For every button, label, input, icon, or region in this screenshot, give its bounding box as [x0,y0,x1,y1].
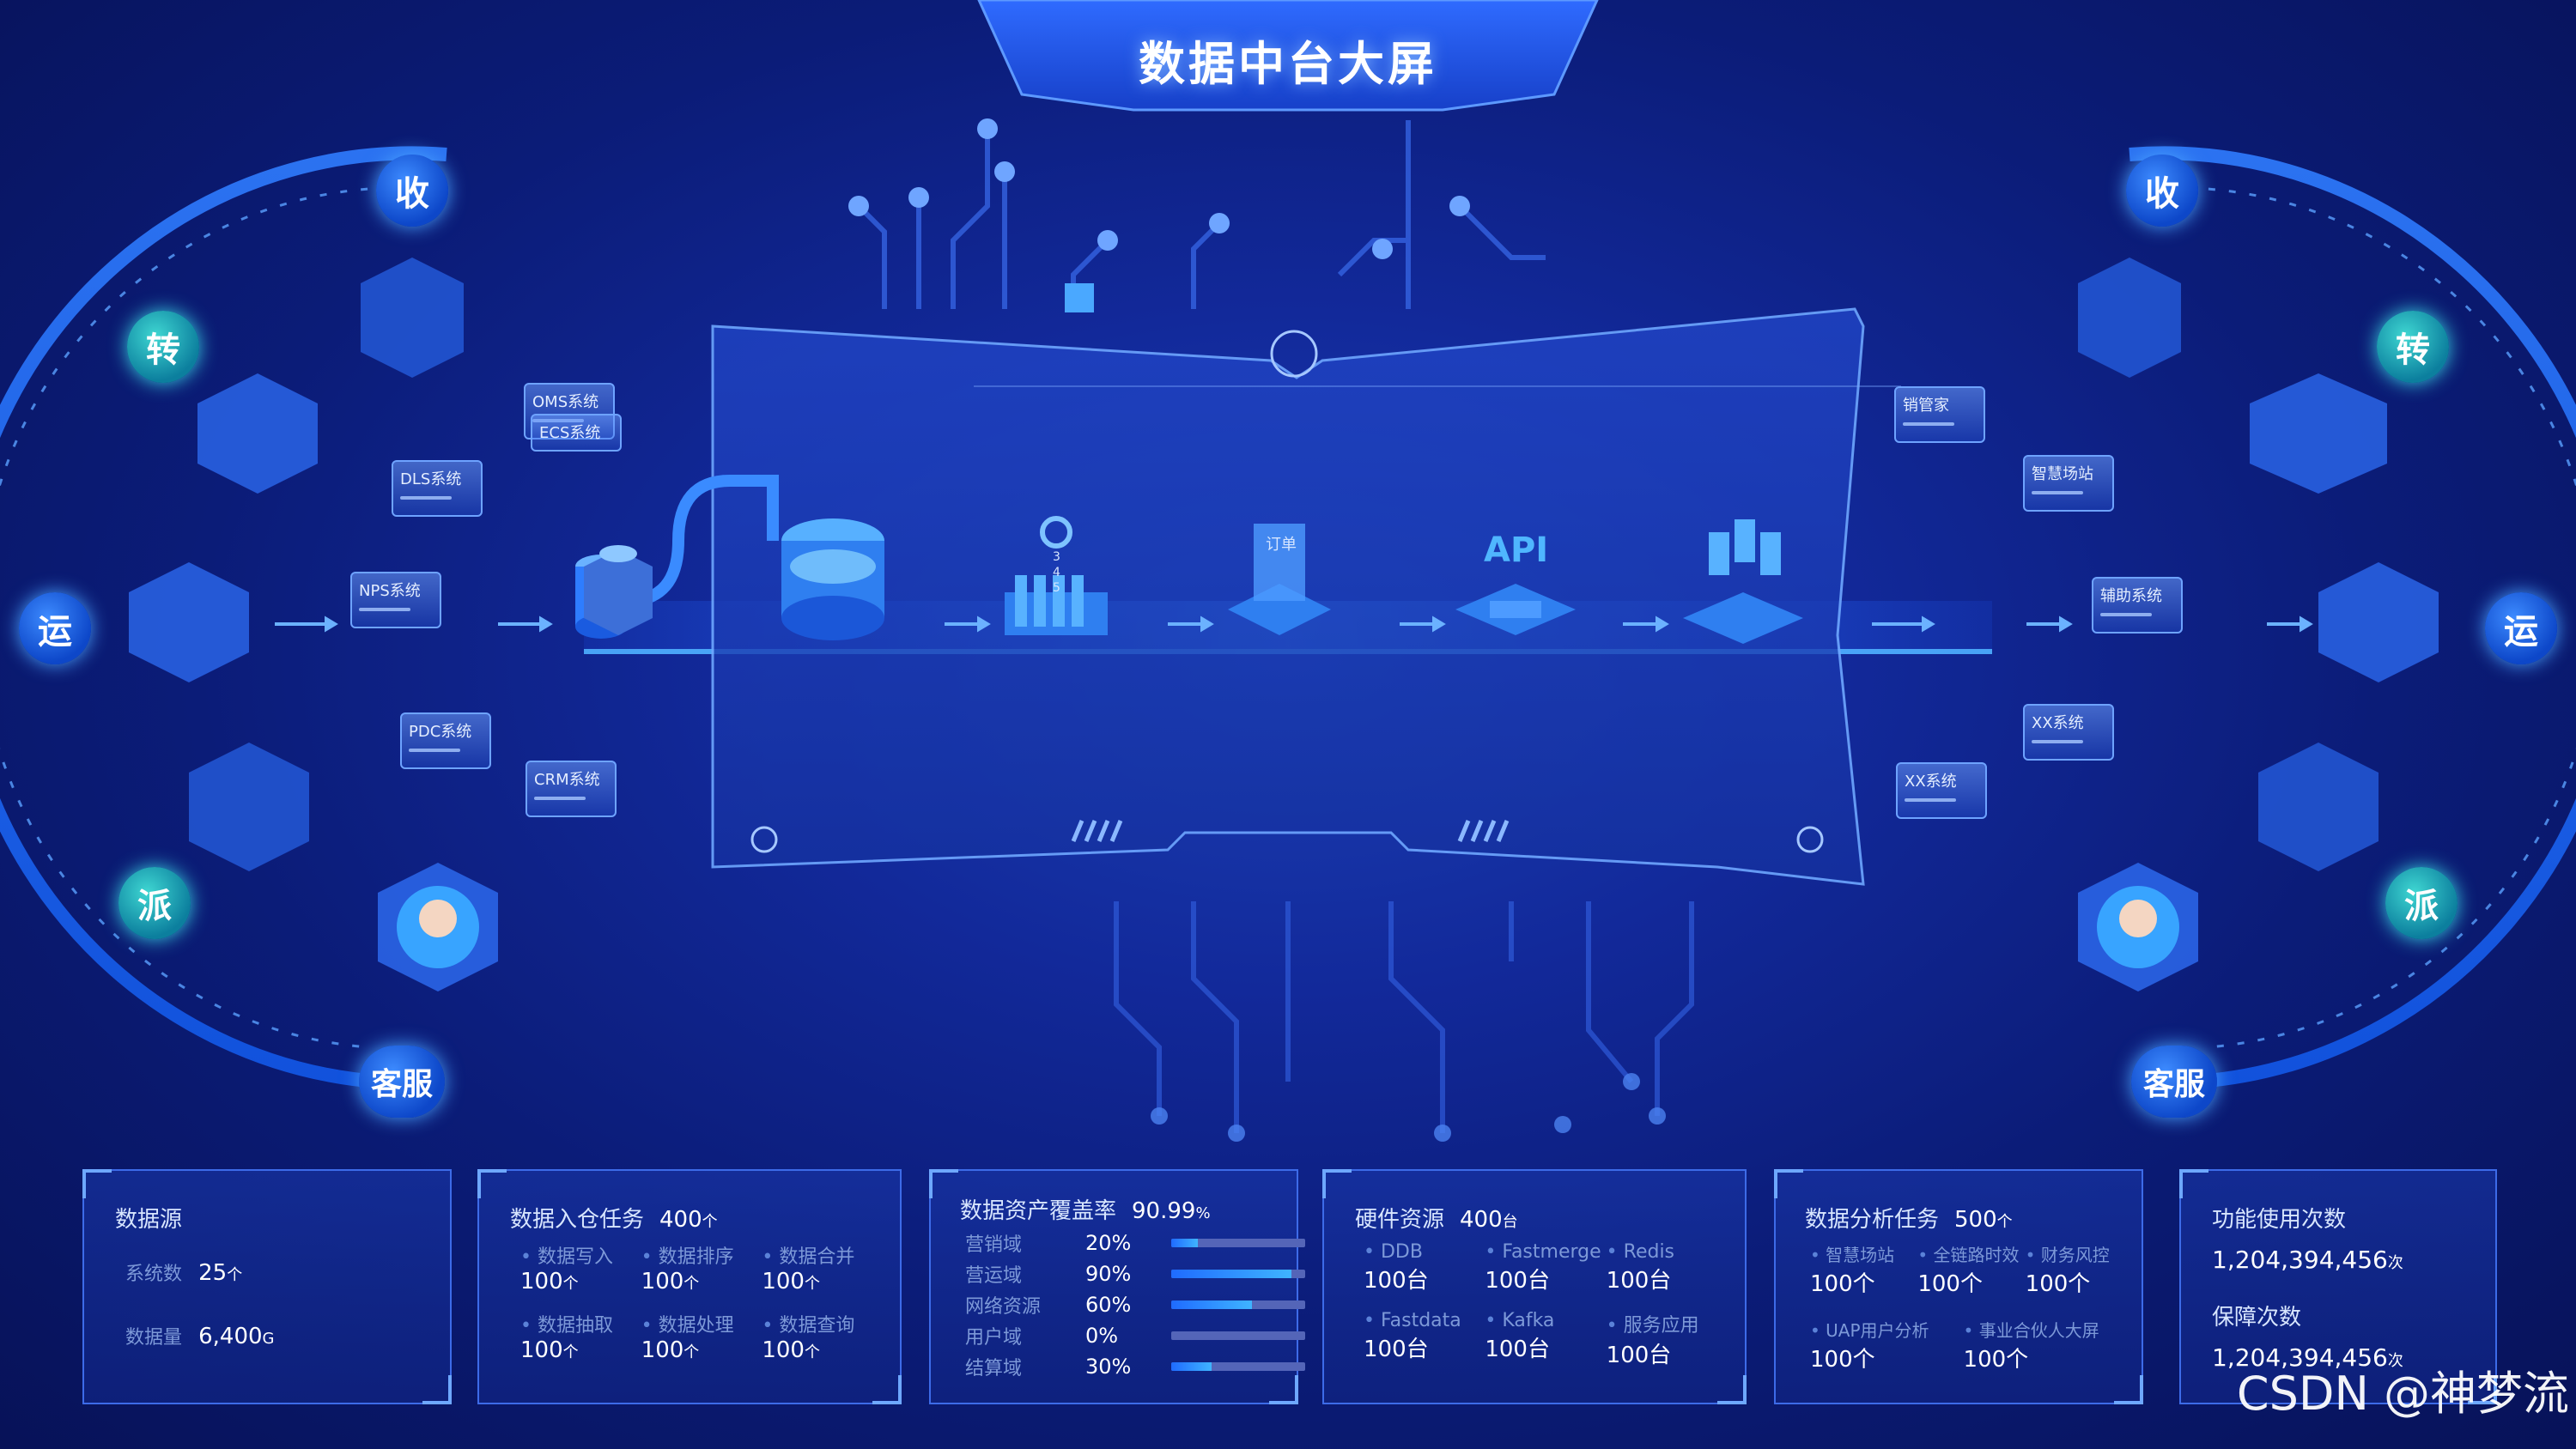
coverage-bar-fill [1171,1362,1212,1371]
ring-label-right-service: 客服 [2131,1046,2217,1118]
usage-guarantee-count: 保障次数 1,204,394,456次 [2212,1305,2403,1372]
system-card-smart-station: 智慧场站 [2023,455,2114,512]
pipeline-order-label: 订单 [1266,536,1297,554]
system-card-crm: CRM系统 [526,761,617,817]
ring-label-right-collect: 收 [2126,155,2198,227]
circuit-top [856,120,1546,309]
system-card-dls: DLS系统 [392,460,483,517]
datasource-system-count: 系统数 25个 [125,1260,243,1286]
coverage-bar-fill [1171,1300,1252,1309]
datasource-data-volume: 数据量 6,400G [125,1324,275,1349]
ring-label-left-transport: 运 [19,592,91,664]
system-card-sales-manager: 销管家 [1894,386,1985,443]
ring-label-left-transfer: 转 [127,311,199,383]
ring-label-right-transport: 运 [2485,592,2557,664]
ring-label-left-service: 客服 [359,1046,445,1118]
right-nodes [2078,258,2439,991]
page-title: 数据中台大屏 [1139,37,1437,91]
panel-datasource: 数据源 系统数 25个 数据量 6,400G [82,1169,452,1404]
ring-label-right-transfer: 转 [2377,311,2449,383]
ring-label-right-dispatch: 派 [2385,867,2458,939]
system-card-nps: NPS系统 [350,572,441,628]
circuit-nodes-bottom [1151,1073,1666,1142]
system-card-xx-1: XX系统 [2023,704,2114,761]
coverage-bar-fill [1171,1270,1292,1278]
usage-function-count: 功能使用次数 1,204,394,456次 [2212,1207,2403,1274]
system-card-ecs: ECS系统 [531,414,622,452]
pipeline-icons [575,475,1803,644]
panel-datasource-title: 数据源 [115,1207,183,1233]
coverage-bar-fill [1171,1239,1199,1247]
flow-arrows [275,615,2313,633]
circuit-bottom [1114,901,1694,1133]
left-nodes [129,258,653,991]
title-banner: 数据中台大屏 [970,0,1606,110]
system-card-xx-2: XX系统 [1896,762,1987,819]
watermark: CSDN @神梦流 [2236,1367,2569,1421]
ring-label-left-dispatch: 派 [118,867,191,939]
circuit-nodes-top [848,118,1470,312]
ring-label-left-collect: 收 [376,155,448,227]
system-card-pdc: PDC系统 [400,712,491,769]
pipeline-api-label: API [1484,530,1549,570]
system-card-auxiliary: 辅助系统 [2092,577,2183,634]
panel-usage-counts: 功能使用次数 1,204,394,456次 保障次数 1,204,394,456… [2179,1169,2497,1404]
